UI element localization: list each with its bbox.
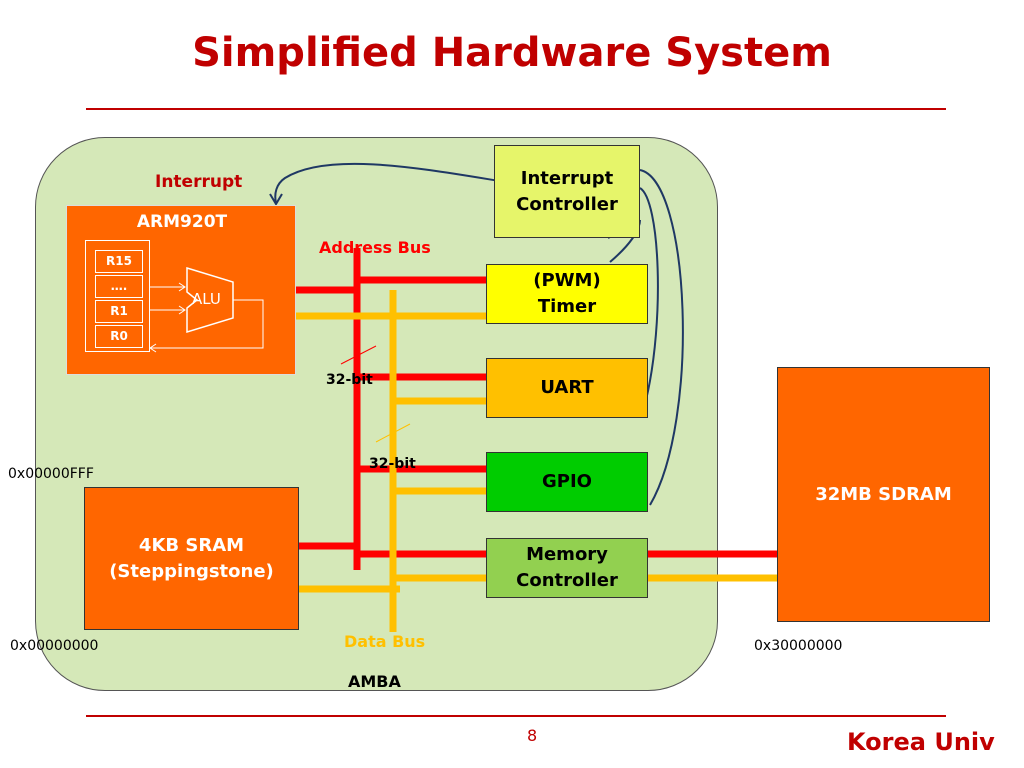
sram-steppingstone: 4KB SRAM (Steppingstone) [84,487,299,630]
pwm-timer: (PWM) Timer [486,264,648,324]
interrupt-signal-line [274,162,513,204]
register-r15: R15 [95,250,143,273]
page-number: 8 [527,726,538,745]
bit-width-label-top: 32-bit [326,372,373,388]
memory-controller: Memory Controller [486,538,648,598]
page-title: Simplified Hardware System [192,30,832,76]
title-divider [86,108,946,110]
sdram-base-address: 0x30000000 [754,638,843,654]
register-r0: R0 [95,325,143,348]
register-bank [85,240,150,352]
sram-base-address: 0x00000000 [10,638,99,654]
register-ellipsis: …. [95,275,143,298]
amba-label: AMBA [348,672,401,691]
cpu-name: ARM920T [136,212,228,232]
sdram: 32MB SDRAM [777,367,990,622]
sram-top-address: 0x00000FFF [8,466,94,482]
register-r1: R1 [95,300,143,323]
uart: UART [486,358,648,418]
bit-width-label-bottom: 32-bit [369,456,416,472]
gpio: GPIO [486,452,648,512]
data-bus-label: Data Bus [344,632,426,651]
address-bus-label: Address Bus [319,238,431,257]
interrupt-label: Interrupt [155,172,243,192]
organization-name: Korea Univ [847,728,995,756]
alu-label: ALU [192,290,221,308]
alu-datapath [149,266,264,353]
alu-shape [186,266,234,334]
footer-divider [86,715,946,717]
interrupt-controller: Interrupt Controller [494,145,640,238]
